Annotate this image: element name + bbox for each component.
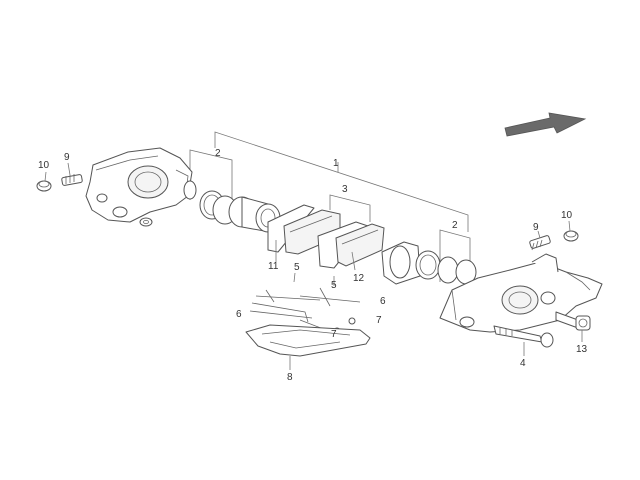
mounting-bolt [555, 311, 591, 342]
forward-arrow-icon [504, 112, 587, 137]
callout-4: 4 [520, 358, 526, 369]
bleeder-cap-right [563, 220, 579, 242]
brake-pad-right [317, 221, 385, 271]
piston-seals-right [381, 241, 477, 285]
callout-10-left: 10 [38, 160, 50, 171]
assembly-bracket [214, 131, 469, 232]
washer-left [139, 217, 153, 227]
callout-2-right: 2 [452, 220, 458, 231]
bleeder-valve-right [529, 230, 551, 251]
callout-13: 13 [576, 344, 588, 355]
callout-5-right: 5 [331, 280, 337, 291]
callout-9-left: 9 [64, 152, 70, 163]
callout-8: 8 [287, 372, 293, 383]
callout-7-right: 7 [376, 315, 382, 326]
bleeder-cap-left [36, 171, 52, 192]
brake-pad-left [267, 204, 341, 262]
callout-11: 11 [268, 261, 279, 272]
piston-seals-left [183, 180, 281, 233]
callout-12: 12 [353, 273, 365, 284]
callout-6-right: 6 [380, 296, 386, 307]
callout-9-right: 9 [533, 222, 539, 233]
callout-1: 1 [333, 158, 339, 169]
pad-spring-left [251, 272, 321, 323]
caliper-body-left [85, 147, 193, 223]
pad-set-bracket [329, 194, 371, 222]
callout-3: 3 [342, 184, 348, 195]
callout-6-left: 6 [236, 309, 242, 320]
pin-bolt [493, 325, 554, 356]
callout-2-left: 2 [215, 148, 221, 159]
pad-retainer-plate [245, 324, 371, 370]
callout-10-right: 10 [561, 210, 573, 221]
bleeder-valve-left [61, 162, 83, 186]
pad-spring-right [299, 276, 361, 307]
callout-7-left: 7 [331, 329, 337, 340]
callout-5-left: 5 [294, 262, 300, 273]
